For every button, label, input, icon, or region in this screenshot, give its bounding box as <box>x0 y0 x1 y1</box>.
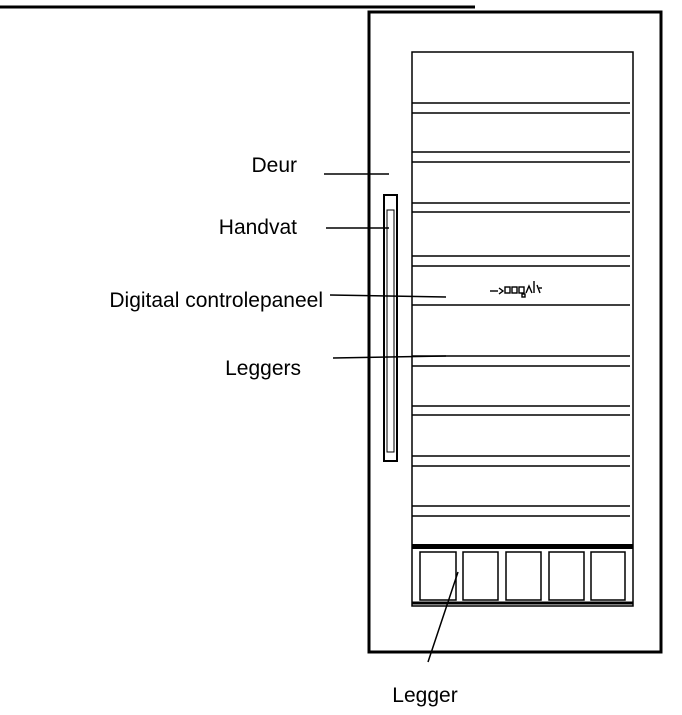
leader-bottom-shelf <box>427 571 459 663</box>
bottle-bin <box>505 551 542 601</box>
label-door: Deur <box>251 154 297 177</box>
shelf-lines <box>412 102 630 517</box>
leader-shelves <box>332 355 447 359</box>
label-shelves: Leggers <box>225 357 301 380</box>
bottle-bin <box>548 551 585 601</box>
handle-outer <box>383 194 398 462</box>
bottom-bins <box>419 551 626 601</box>
bottle-bin <box>462 551 499 601</box>
bottom-shelf-band <box>412 544 633 549</box>
label-bottom-shelf: Legger <box>392 684 457 707</box>
leader-lines <box>324 173 459 663</box>
handle-inner <box>386 209 395 453</box>
bottle-bin <box>590 551 626 601</box>
label-control-panel: Digitaal controlepaneel <box>109 289 323 312</box>
cabinet-outer-frame <box>367 10 663 654</box>
label-handle: Handvat <box>219 216 297 239</box>
glass-panel <box>411 51 634 607</box>
leader-control-panel <box>329 294 447 298</box>
control-panel-icon <box>490 281 542 298</box>
